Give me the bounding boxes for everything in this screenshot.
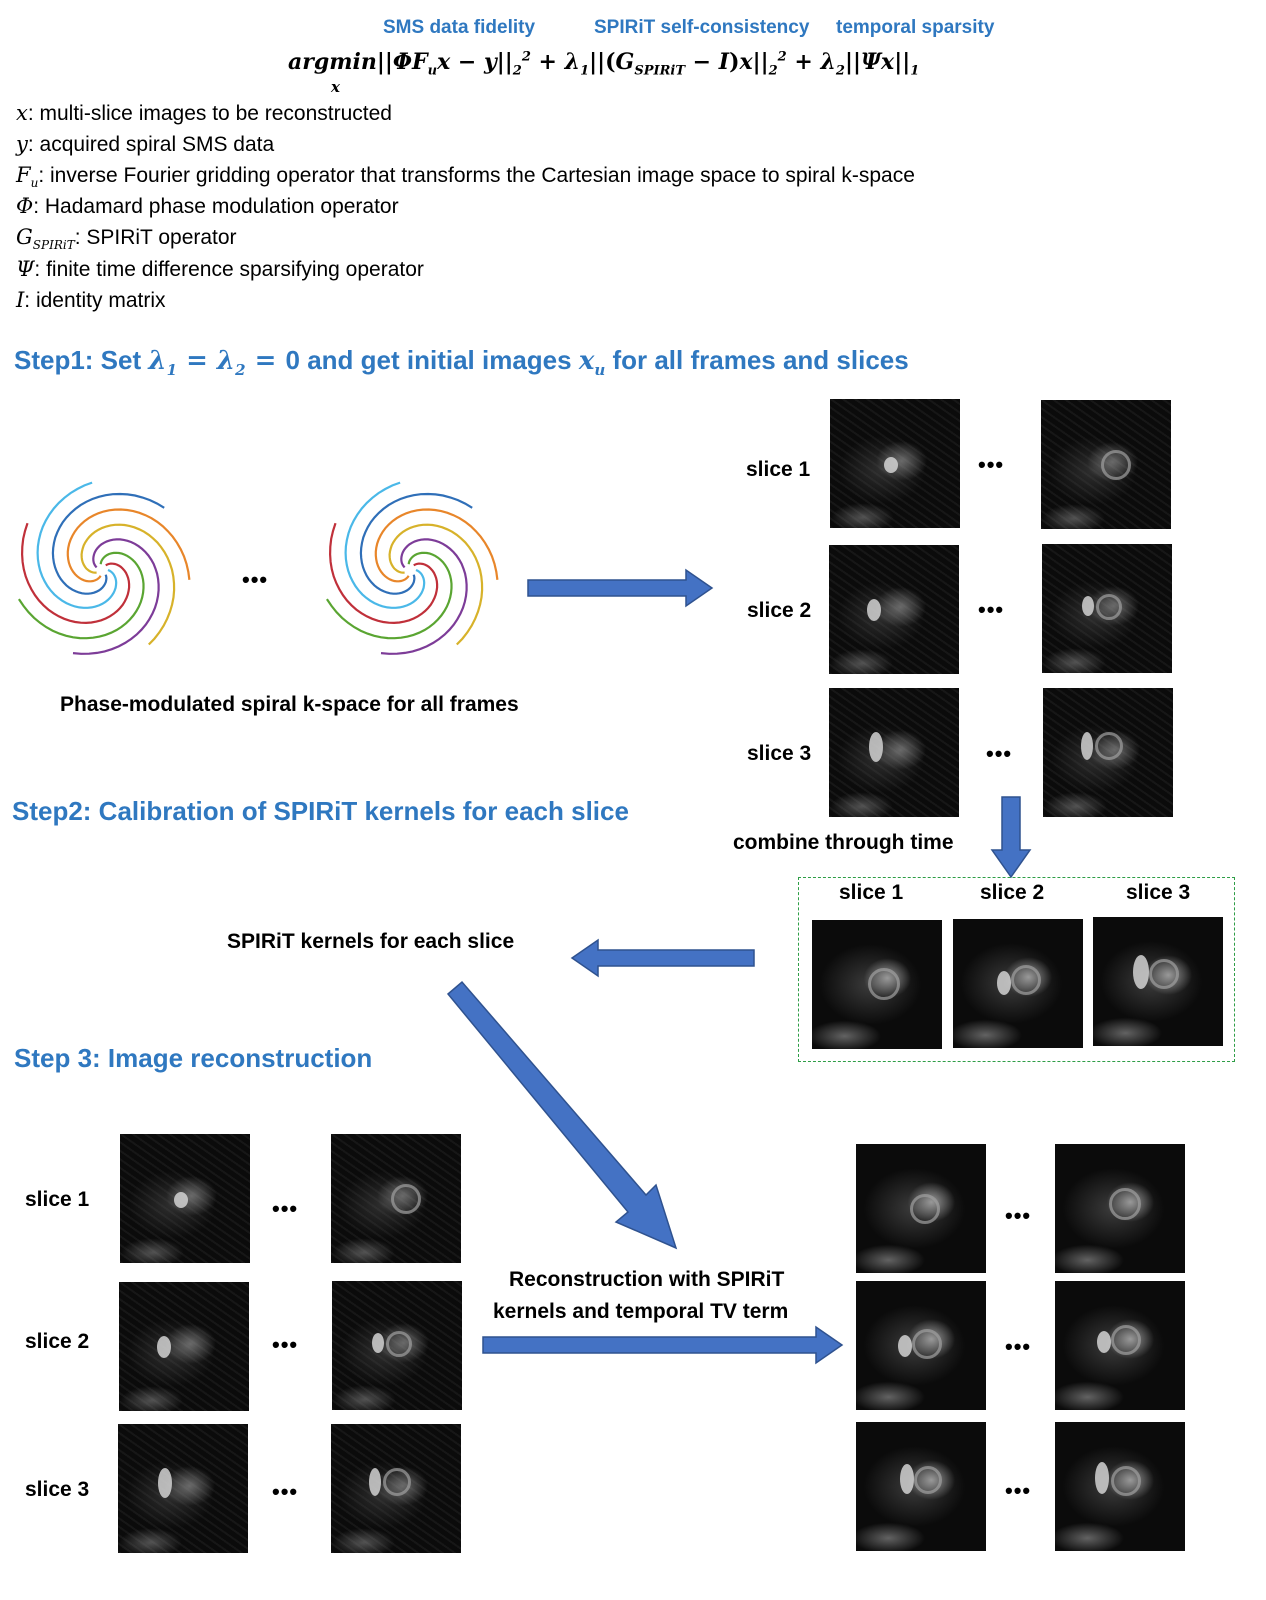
step3-initial-slice3-first	[118, 1424, 248, 1553]
arrow-to-reconstructed	[482, 1325, 844, 1365]
spiral-arm	[388, 523, 484, 646]
step1-slice1-label: slice 1	[746, 458, 811, 481]
arrow-to-initial-images	[527, 568, 714, 608]
spiral-arm	[66, 508, 191, 583]
recon-slice1-last	[1055, 1144, 1185, 1273]
step3-initial-slice2-last	[332, 1281, 462, 1410]
spiral-kspace-right	[325, 481, 499, 655]
ellipsis-step3-initial-slice2: •••	[272, 1332, 299, 1357]
label-temporal-sparsity: temporal sparsity	[836, 17, 995, 38]
step2-title: Step2: Calibration of SPIRiT kernels for…	[12, 796, 629, 826]
ellipsis-kspace: •••	[242, 567, 269, 592]
step1-slice3-frame-last	[1043, 688, 1173, 817]
kernels-label: SPIRiT kernels for each slice	[227, 930, 515, 953]
ellipsis-recon-slice3: •••	[1005, 1478, 1032, 1503]
spiral-arm	[380, 538, 468, 655]
arrow-combine-down	[990, 796, 1032, 879]
def-identity: I: identity matrix	[16, 288, 166, 312]
step3-initial-slice1-first	[120, 1134, 250, 1263]
label-spirit-self-consistency: SPIRiT self-consistency	[594, 17, 810, 38]
ellipsis-step3-initial-slice3: •••	[272, 1479, 299, 1504]
step3-initial-slice3-last	[331, 1424, 461, 1553]
combined-slice2-label: slice 2	[980, 881, 1045, 904]
ellipsis-step1-slice2: •••	[978, 597, 1005, 622]
arrow-to-kernels	[570, 938, 755, 978]
combined-slice2-image	[953, 919, 1083, 1048]
spiral-arm	[328, 522, 439, 625]
step1-slice3-label: slice 3	[747, 742, 812, 765]
argmin-subscript: x	[331, 78, 340, 96]
step3-slice1-label: slice 1	[25, 1188, 90, 1211]
spiral-arm	[17, 551, 145, 640]
combined-slice1-label: slice 1	[839, 881, 904, 904]
combined-slice3-label: slice 3	[1126, 881, 1191, 904]
recon-label-line1: Reconstruction with SPIRiT	[509, 1268, 785, 1291]
spiral-arm	[20, 522, 131, 625]
arrow-kernels-to-recon	[446, 980, 678, 1250]
step3-slice3-label: slice 3	[25, 1478, 90, 1501]
step3-title: Step 3: Image reconstruction	[14, 1043, 373, 1073]
def-phi: Φ: Hadamard phase modulation operator	[16, 194, 399, 218]
ellipsis-step3-initial-slice1: •••	[272, 1196, 299, 1221]
recon-slice1-first	[856, 1144, 986, 1273]
def-x: x: multi-slice images to be reconstructe…	[16, 101, 392, 125]
step1-title: Step1: Set λ1 = λ2 = 0 and get initial i…	[14, 345, 909, 380]
label-sms-data-fidelity: SMS data fidelity	[383, 17, 536, 38]
combined-images-box	[798, 877, 1235, 1062]
ellipsis-step1-slice3: •••	[986, 741, 1013, 766]
spiral-arm	[344, 481, 426, 609]
combine-label: combine through time	[733, 831, 954, 854]
step1-slice3-frame-first	[829, 688, 959, 817]
step3-initial-slice1-last	[331, 1134, 461, 1263]
ellipsis-step1-slice1: •••	[978, 452, 1005, 477]
recon-slice3-first	[856, 1422, 986, 1551]
spiral-kspace-left	[17, 481, 191, 655]
ellipsis-recon-slice2: •••	[1005, 1334, 1032, 1359]
objective-formula: argmin||ΦFux − y||22 + λ1||(GSPIRiT − I)…	[288, 49, 920, 79]
step3-initial-slice2-first	[119, 1282, 249, 1411]
step1-slice1-frame-last	[1041, 400, 1171, 529]
step1-slice2-frame-first	[829, 545, 959, 674]
spiral-arm	[80, 523, 176, 646]
def-fu: Fu: inverse Fourier gridding operator th…	[16, 163, 915, 191]
spiral-arm	[72, 538, 160, 655]
kspace-caption: Phase-modulated spiral k-space for all f…	[60, 693, 519, 716]
def-y: y: acquired spiral SMS data	[16, 132, 275, 156]
combined-slice3-image	[1093, 917, 1223, 1046]
combined-slice1-image	[812, 920, 942, 1049]
recon-slice3-last	[1055, 1422, 1185, 1551]
recon-slice2-last	[1055, 1281, 1185, 1410]
spiral-arm	[359, 492, 473, 595]
spiral-arm	[325, 551, 453, 640]
spiral-arm	[51, 492, 165, 595]
argmin-text: argmin	[288, 49, 377, 75]
step1-slice2-frame-last	[1042, 544, 1172, 673]
spiral-arm	[374, 508, 499, 583]
recon-label-line2: kernels and temporal TV term	[493, 1300, 789, 1323]
recon-slice2-first	[856, 1281, 986, 1410]
ellipsis-recon-slice1: •••	[1005, 1203, 1032, 1228]
def-psi: Ψ: finite time difference sparsifying op…	[16, 257, 424, 281]
def-gspirit: GSPIRiT: SPIRiT operator	[16, 225, 237, 253]
spiral-arm	[36, 481, 118, 609]
step1-slice1-frame-first	[830, 399, 960, 528]
step1-slice2-label: slice 2	[747, 599, 812, 622]
step3-slice2-label: slice 2	[25, 1330, 90, 1353]
